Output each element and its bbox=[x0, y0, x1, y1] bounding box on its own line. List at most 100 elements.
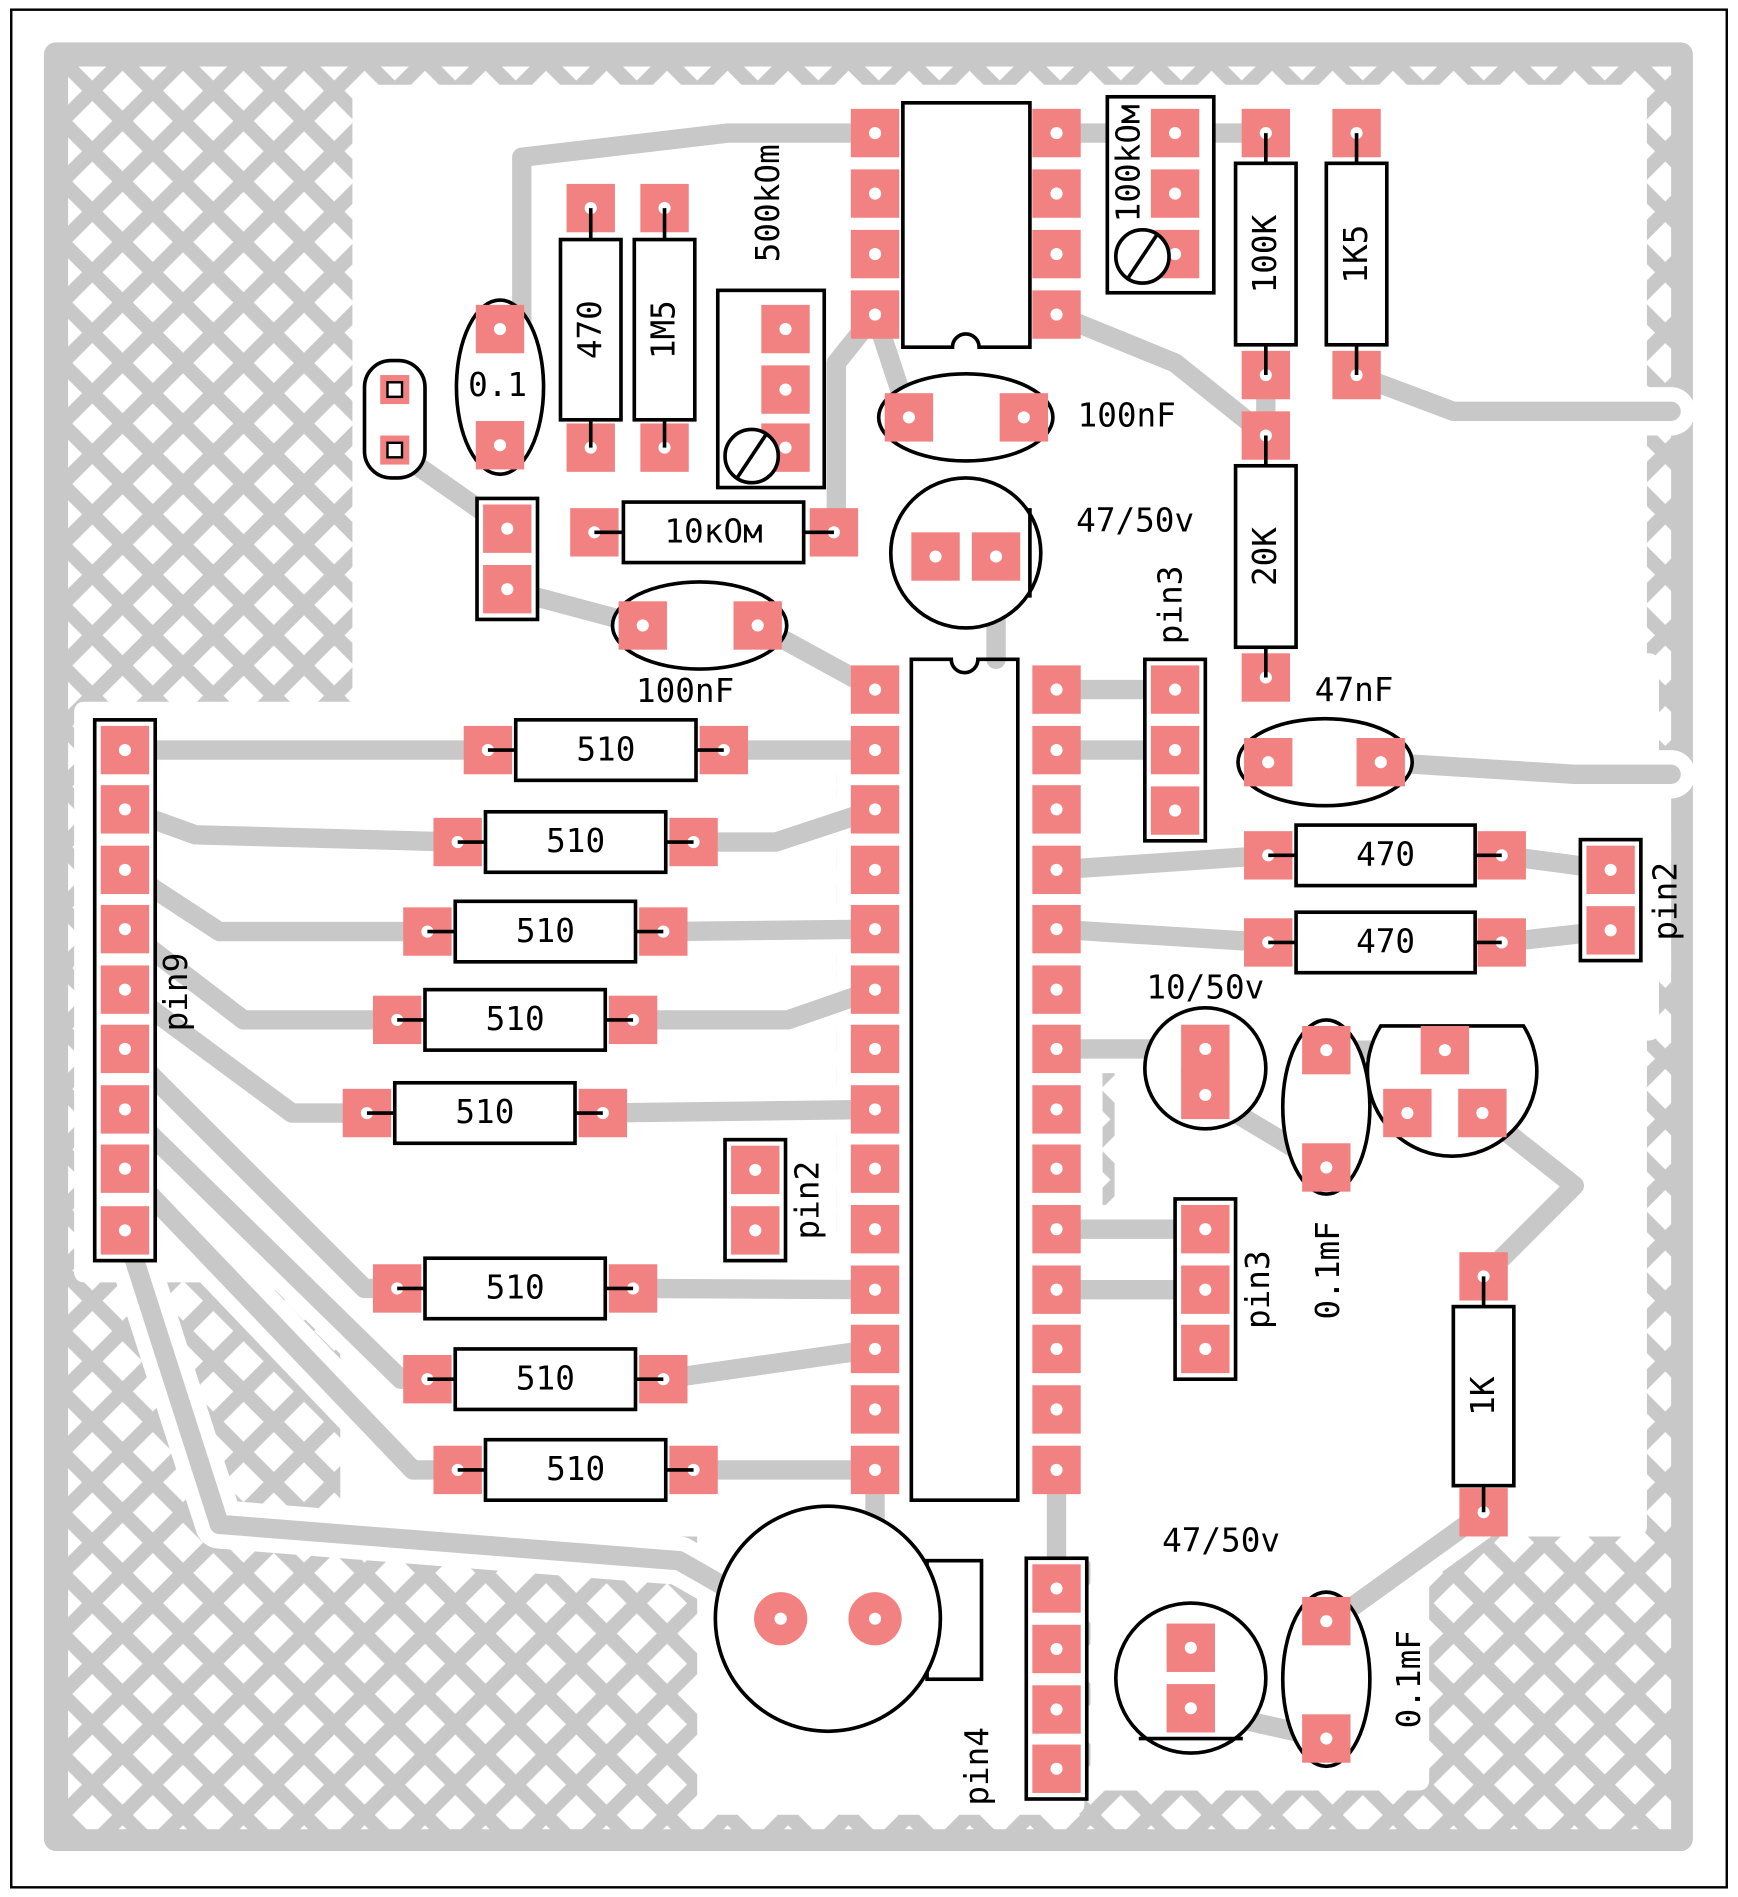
drill-hole bbox=[779, 441, 792, 454]
header-label: pin2 bbox=[789, 1161, 827, 1240]
component-label: 100kOм bbox=[1109, 104, 1147, 222]
component-label: 470 bbox=[1356, 836, 1415, 874]
drill-hole bbox=[1401, 1106, 1414, 1120]
drill-hole bbox=[1184, 1641, 1197, 1654]
drill-hole bbox=[749, 1163, 762, 1176]
drill-hole bbox=[989, 550, 1003, 563]
drill-hole bbox=[869, 248, 882, 261]
drill-hole bbox=[636, 619, 649, 632]
drill-hole bbox=[1050, 1342, 1063, 1355]
drill-hole bbox=[1169, 804, 1182, 817]
drill-hole bbox=[1050, 308, 1063, 321]
drill-hole bbox=[869, 1162, 882, 1175]
drill-hole bbox=[1050, 1703, 1063, 1716]
drill-hole bbox=[869, 1342, 882, 1355]
drill-hole bbox=[1050, 744, 1063, 757]
drill-hole bbox=[1050, 1223, 1063, 1236]
drill-hole bbox=[1050, 187, 1063, 200]
resistor-510 bbox=[392, 1080, 577, 1146]
drill-hole bbox=[869, 863, 882, 876]
drill-hole bbox=[869, 1612, 882, 1625]
copper-trace bbox=[512, 123, 885, 361]
drill-hole bbox=[1604, 924, 1617, 937]
copper-trace bbox=[1322, 1502, 1494, 1631]
drill-hole bbox=[1199, 1088, 1212, 1101]
component-label: 1M5 bbox=[645, 300, 683, 359]
drill-hole bbox=[118, 923, 132, 936]
component-label: 510 bbox=[516, 912, 575, 950]
component-label: 1K5 bbox=[1337, 225, 1375, 284]
header-label: pin4 bbox=[958, 1727, 996, 1806]
drill-hole bbox=[1320, 1615, 1333, 1628]
drill-hole bbox=[869, 1103, 882, 1116]
drill-hole bbox=[869, 1223, 882, 1236]
header-label: pin9 bbox=[157, 953, 195, 1032]
drill-hole bbox=[1199, 1223, 1212, 1236]
drill-hole bbox=[774, 1612, 787, 1625]
drill-hole bbox=[1169, 744, 1182, 757]
component-label: 100nF bbox=[636, 672, 734, 710]
drill-hole bbox=[1476, 1106, 1489, 1120]
drill-hole bbox=[118, 803, 132, 816]
electrolytic-outline bbox=[1113, 1601, 1268, 1755]
drill-hole bbox=[1604, 863, 1617, 876]
header-label: pin2 bbox=[1646, 862, 1684, 941]
trimmer-slash bbox=[735, 433, 768, 479]
drill-hole bbox=[386, 441, 404, 459]
drill-hole bbox=[1050, 1582, 1063, 1595]
header-label: pin3 bbox=[1239, 1250, 1277, 1329]
drill-hole bbox=[118, 863, 132, 876]
copper-trace bbox=[1472, 1103, 1585, 1287]
drill-hole bbox=[118, 1224, 132, 1237]
component-label: 510 bbox=[546, 1450, 605, 1488]
drill-hole bbox=[1169, 248, 1182, 261]
component-label: 100nF bbox=[1078, 396, 1176, 434]
drill-hole bbox=[1050, 1762, 1063, 1775]
component-label: 510 bbox=[516, 1359, 575, 1397]
copper-trace bbox=[653, 1339, 885, 1389]
drill-hole bbox=[779, 383, 792, 396]
drill-hole bbox=[779, 323, 792, 336]
component-label: 470 bbox=[1356, 923, 1415, 961]
drill-hole bbox=[1169, 187, 1182, 200]
drill-hole bbox=[1050, 1162, 1063, 1175]
copper-trace bbox=[1046, 845, 1278, 880]
drill-hole bbox=[1199, 1042, 1212, 1055]
drill-hole bbox=[869, 187, 882, 200]
component-label: 0.1 bbox=[468, 366, 527, 404]
component-label: 10/50v bbox=[1146, 969, 1264, 1007]
component-label: 470 bbox=[571, 300, 609, 359]
copper-trace bbox=[1046, 304, 1276, 446]
electrolytic-large-outline bbox=[713, 1504, 943, 1734]
copper-trace bbox=[623, 979, 885, 1030]
resistor-470 bbox=[558, 237, 623, 422]
copper-trace bbox=[1371, 752, 1681, 784]
drill-hole bbox=[869, 308, 882, 321]
drill-hole bbox=[1169, 683, 1182, 696]
resistor-10k bbox=[621, 500, 806, 565]
component-label: 47nF bbox=[1315, 671, 1394, 709]
drill-hole bbox=[1017, 411, 1030, 424]
drill-hole bbox=[1050, 1463, 1063, 1476]
resistor-470-a bbox=[1294, 823, 1477, 888]
copper-trace bbox=[623, 1278, 885, 1300]
resistor-510 bbox=[423, 1256, 608, 1321]
drill-hole bbox=[1050, 248, 1063, 261]
drill-hole bbox=[493, 323, 507, 336]
component-label: 500kOm bbox=[749, 144, 787, 262]
jumper-outline bbox=[362, 358, 427, 480]
component-label: 47/50v bbox=[1162, 1522, 1280, 1560]
drill-hole bbox=[869, 1283, 882, 1296]
drill-hole bbox=[501, 583, 514, 596]
drill-hole bbox=[118, 744, 132, 757]
copper-trace bbox=[653, 919, 885, 942]
resistor-510 bbox=[423, 987, 608, 1052]
component-label: 510 bbox=[486, 1269, 545, 1307]
copper-trace bbox=[1346, 365, 1681, 422]
resistor-510 bbox=[453, 1347, 638, 1412]
resistor-1k5 bbox=[1324, 161, 1389, 347]
drill-hole bbox=[902, 411, 915, 424]
electrolytic-outline bbox=[888, 476, 1043, 630]
resistor-510 bbox=[483, 809, 668, 875]
trimmer-slash bbox=[1126, 233, 1159, 280]
